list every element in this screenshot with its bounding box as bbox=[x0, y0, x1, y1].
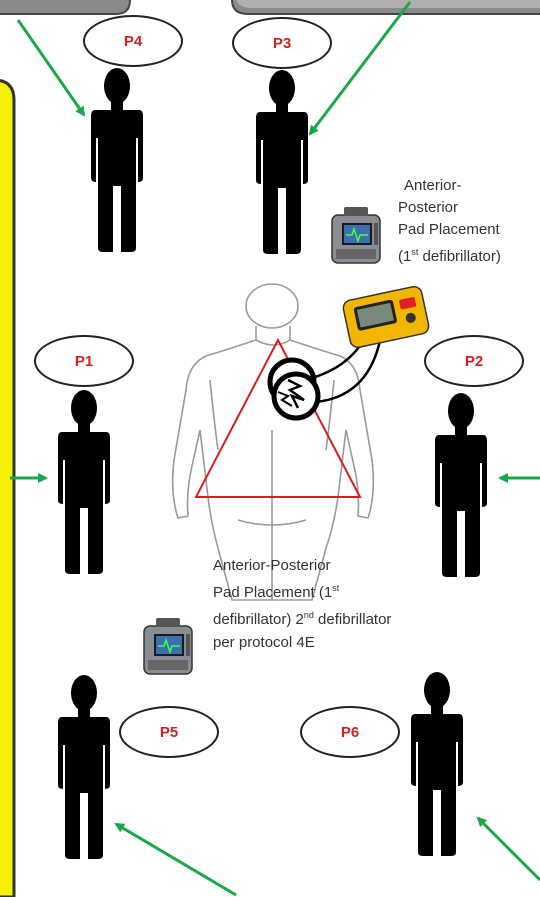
side-panel bbox=[0, 79, 16, 897]
vector-triangle bbox=[194, 337, 362, 498]
arrow-to-p6 bbox=[476, 816, 540, 882]
caption-line: Anterior- bbox=[404, 177, 462, 194]
caption-fragment: (1 bbox=[398, 248, 412, 265]
header-box-left bbox=[0, 0, 131, 15]
arrow-to-p3 bbox=[308, 1, 412, 136]
position-label-text: P3 bbox=[272, 34, 292, 52]
person-icon bbox=[435, 393, 487, 577]
position-label-p6: P6 bbox=[300, 706, 400, 758]
caption-fragment: defibrillator) 2 bbox=[213, 611, 304, 628]
position-label-p4: P4 bbox=[83, 15, 183, 67]
caption-line: Anterior-Posterior bbox=[213, 557, 331, 574]
position-label-text: P6 bbox=[340, 723, 360, 741]
caption-superscript: st bbox=[411, 247, 419, 257]
position-label-text: P5 bbox=[159, 723, 179, 741]
position-label-p3: P3 bbox=[232, 17, 332, 69]
person-icon bbox=[58, 675, 110, 859]
person-icon bbox=[411, 672, 463, 856]
caption-line: Pad Placement (1st bbox=[213, 577, 483, 604]
position-label-text: P1 bbox=[74, 352, 94, 370]
body-outline-icon bbox=[171, 283, 375, 601]
caption-superscript: st bbox=[332, 583, 340, 593]
caption-fragment: defibrillator) bbox=[418, 248, 501, 265]
caption-superscript: nd bbox=[303, 610, 314, 620]
caption-line: Pad Placement bbox=[398, 221, 500, 238]
caption-line: Posterior bbox=[398, 199, 459, 216]
position-label-p2: P2 bbox=[424, 335, 524, 387]
caption-bottom: Anterior-Posterior Pad Placement (1st de… bbox=[213, 554, 483, 654]
person-icon bbox=[58, 390, 110, 574]
arrow-to-p4 bbox=[16, 19, 86, 117]
person-icon bbox=[91, 68, 143, 252]
position-label-text: P4 bbox=[123, 32, 143, 50]
position-label-p5: P5 bbox=[119, 706, 219, 758]
position-label-text: P2 bbox=[464, 352, 484, 370]
defibrillator-monitor-icon bbox=[331, 207, 381, 264]
caption-fragment: Pad Placement (1 bbox=[213, 584, 333, 601]
defibrillator-monitor-icon bbox=[143, 618, 193, 675]
defib-pad-icon bbox=[267, 357, 321, 421]
caption-line: per protocol 4E bbox=[213, 634, 315, 651]
aed-device-icon bbox=[342, 285, 430, 349]
caption-line: (1st defibrillator) bbox=[398, 241, 540, 268]
arrow-to-p5 bbox=[114, 822, 237, 897]
caption-fragment: defibrillator bbox=[313, 611, 392, 628]
person-icon bbox=[256, 70, 308, 254]
position-label-p1: P1 bbox=[34, 335, 134, 387]
caption-top: Anterior- Posterior Pad Placement (1st d… bbox=[398, 175, 540, 268]
caption-line: defibrillator) 2nd defibrillator bbox=[213, 604, 483, 631]
